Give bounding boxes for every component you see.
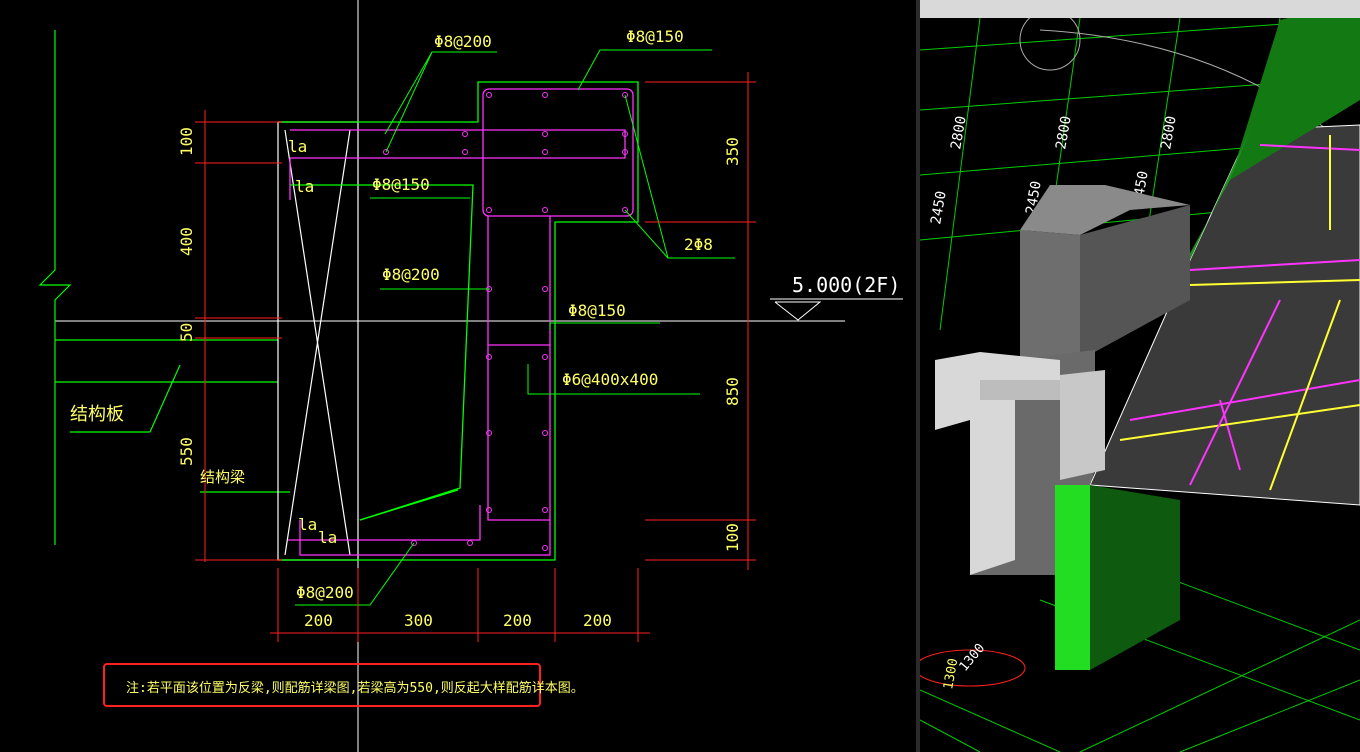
beam-right-face [1060,370,1105,480]
bottom-label: 1300 [957,641,989,675]
dimension-lines [195,72,756,642]
break-line [38,30,290,545]
grid-label-2: 2800 [1158,115,1180,151]
grid-label-6: 1300 [941,657,961,690]
label-phi8-200-mid: Φ8@200 [382,265,440,284]
slab-rebar-3d [1119,135,1360,491]
dim-bottom-3: 200 [583,611,612,630]
leader-lines [295,49,735,606]
label-la-2: la [295,177,314,196]
beam-notch [980,380,1060,400]
elevation-marker [770,298,903,321]
dim-left-1: 400 [177,227,196,256]
beam-side-face [1080,205,1190,360]
concrete-outline [278,81,639,561]
3d-view-canvas[interactable]: 2800 2800 2800 2450 2450 2450 [914,0,1360,752]
green-column-side [1090,485,1180,670]
dim-bottom-1: 300 [404,611,433,630]
label-2phi8: 2Φ8 [684,235,713,254]
viewport-divider[interactable] [916,0,920,752]
cad-drawing-canvas[interactable]: Φ8@200 Φ8@150 la la Φ8@150 2Φ8 Φ8@200 Φ8… [0,0,920,752]
dim-right-0: 350 [723,137,742,166]
beam-section-face [935,352,1060,575]
green-column-front [1055,485,1090,670]
label-phi8-200-top: Φ8@200 [434,32,492,51]
dimension-texts: 100 400 50 550 350 850 100 200 300 200 2… [177,127,742,630]
dim-right-2: 100 [723,523,742,552]
viewport-top-bar [920,0,1360,18]
note-highlight-box [103,663,541,707]
dim-bottom-2: 200 [503,611,532,630]
rebar-lines [288,88,634,556]
beam-front-face [1020,230,1080,365]
dim-right-1: 850 [723,377,742,406]
3d-view-panel[interactable]: 2800 2800 2800 2450 2450 2450 [914,0,1360,752]
label-phi8-150-right: Φ8@150 [568,301,626,320]
dim-bottom-0: 200 [304,611,333,630]
beam-top-face [1020,185,1190,235]
crosshair-cursor [55,0,845,752]
grid-label-1: 2800 [1053,115,1075,151]
dim-left-2: 50 [177,323,196,342]
label-la-4: la [318,528,337,547]
grid-label-0: 2800 [948,115,970,151]
grid-label-3: 2450 [928,190,950,226]
slab-edge-green [1230,0,1360,180]
dim-left-3: 550 [177,437,196,466]
note-text: 注:若平面该位置为反梁,则配筋详梁图,若梁高为550,则反起大样配筋详本图。 [126,680,584,696]
label-phi8-150-top: Φ8@150 [626,27,684,46]
label-phi8-150-mid: Φ8@150 [372,175,430,194]
label-la-1: la [288,137,307,156]
label-phi8-200-bottom: Φ8@200 [296,583,354,602]
label-structural-slab: 结构板 [70,404,124,425]
label-la-3: la [298,515,317,534]
label-elevation: 5.000(2F) [792,273,900,297]
label-phi6-400x400: Φ6@400x400 [562,370,658,389]
label-structural-beam: 结构梁 [200,468,245,486]
dim-left-0: 100 [177,127,196,156]
